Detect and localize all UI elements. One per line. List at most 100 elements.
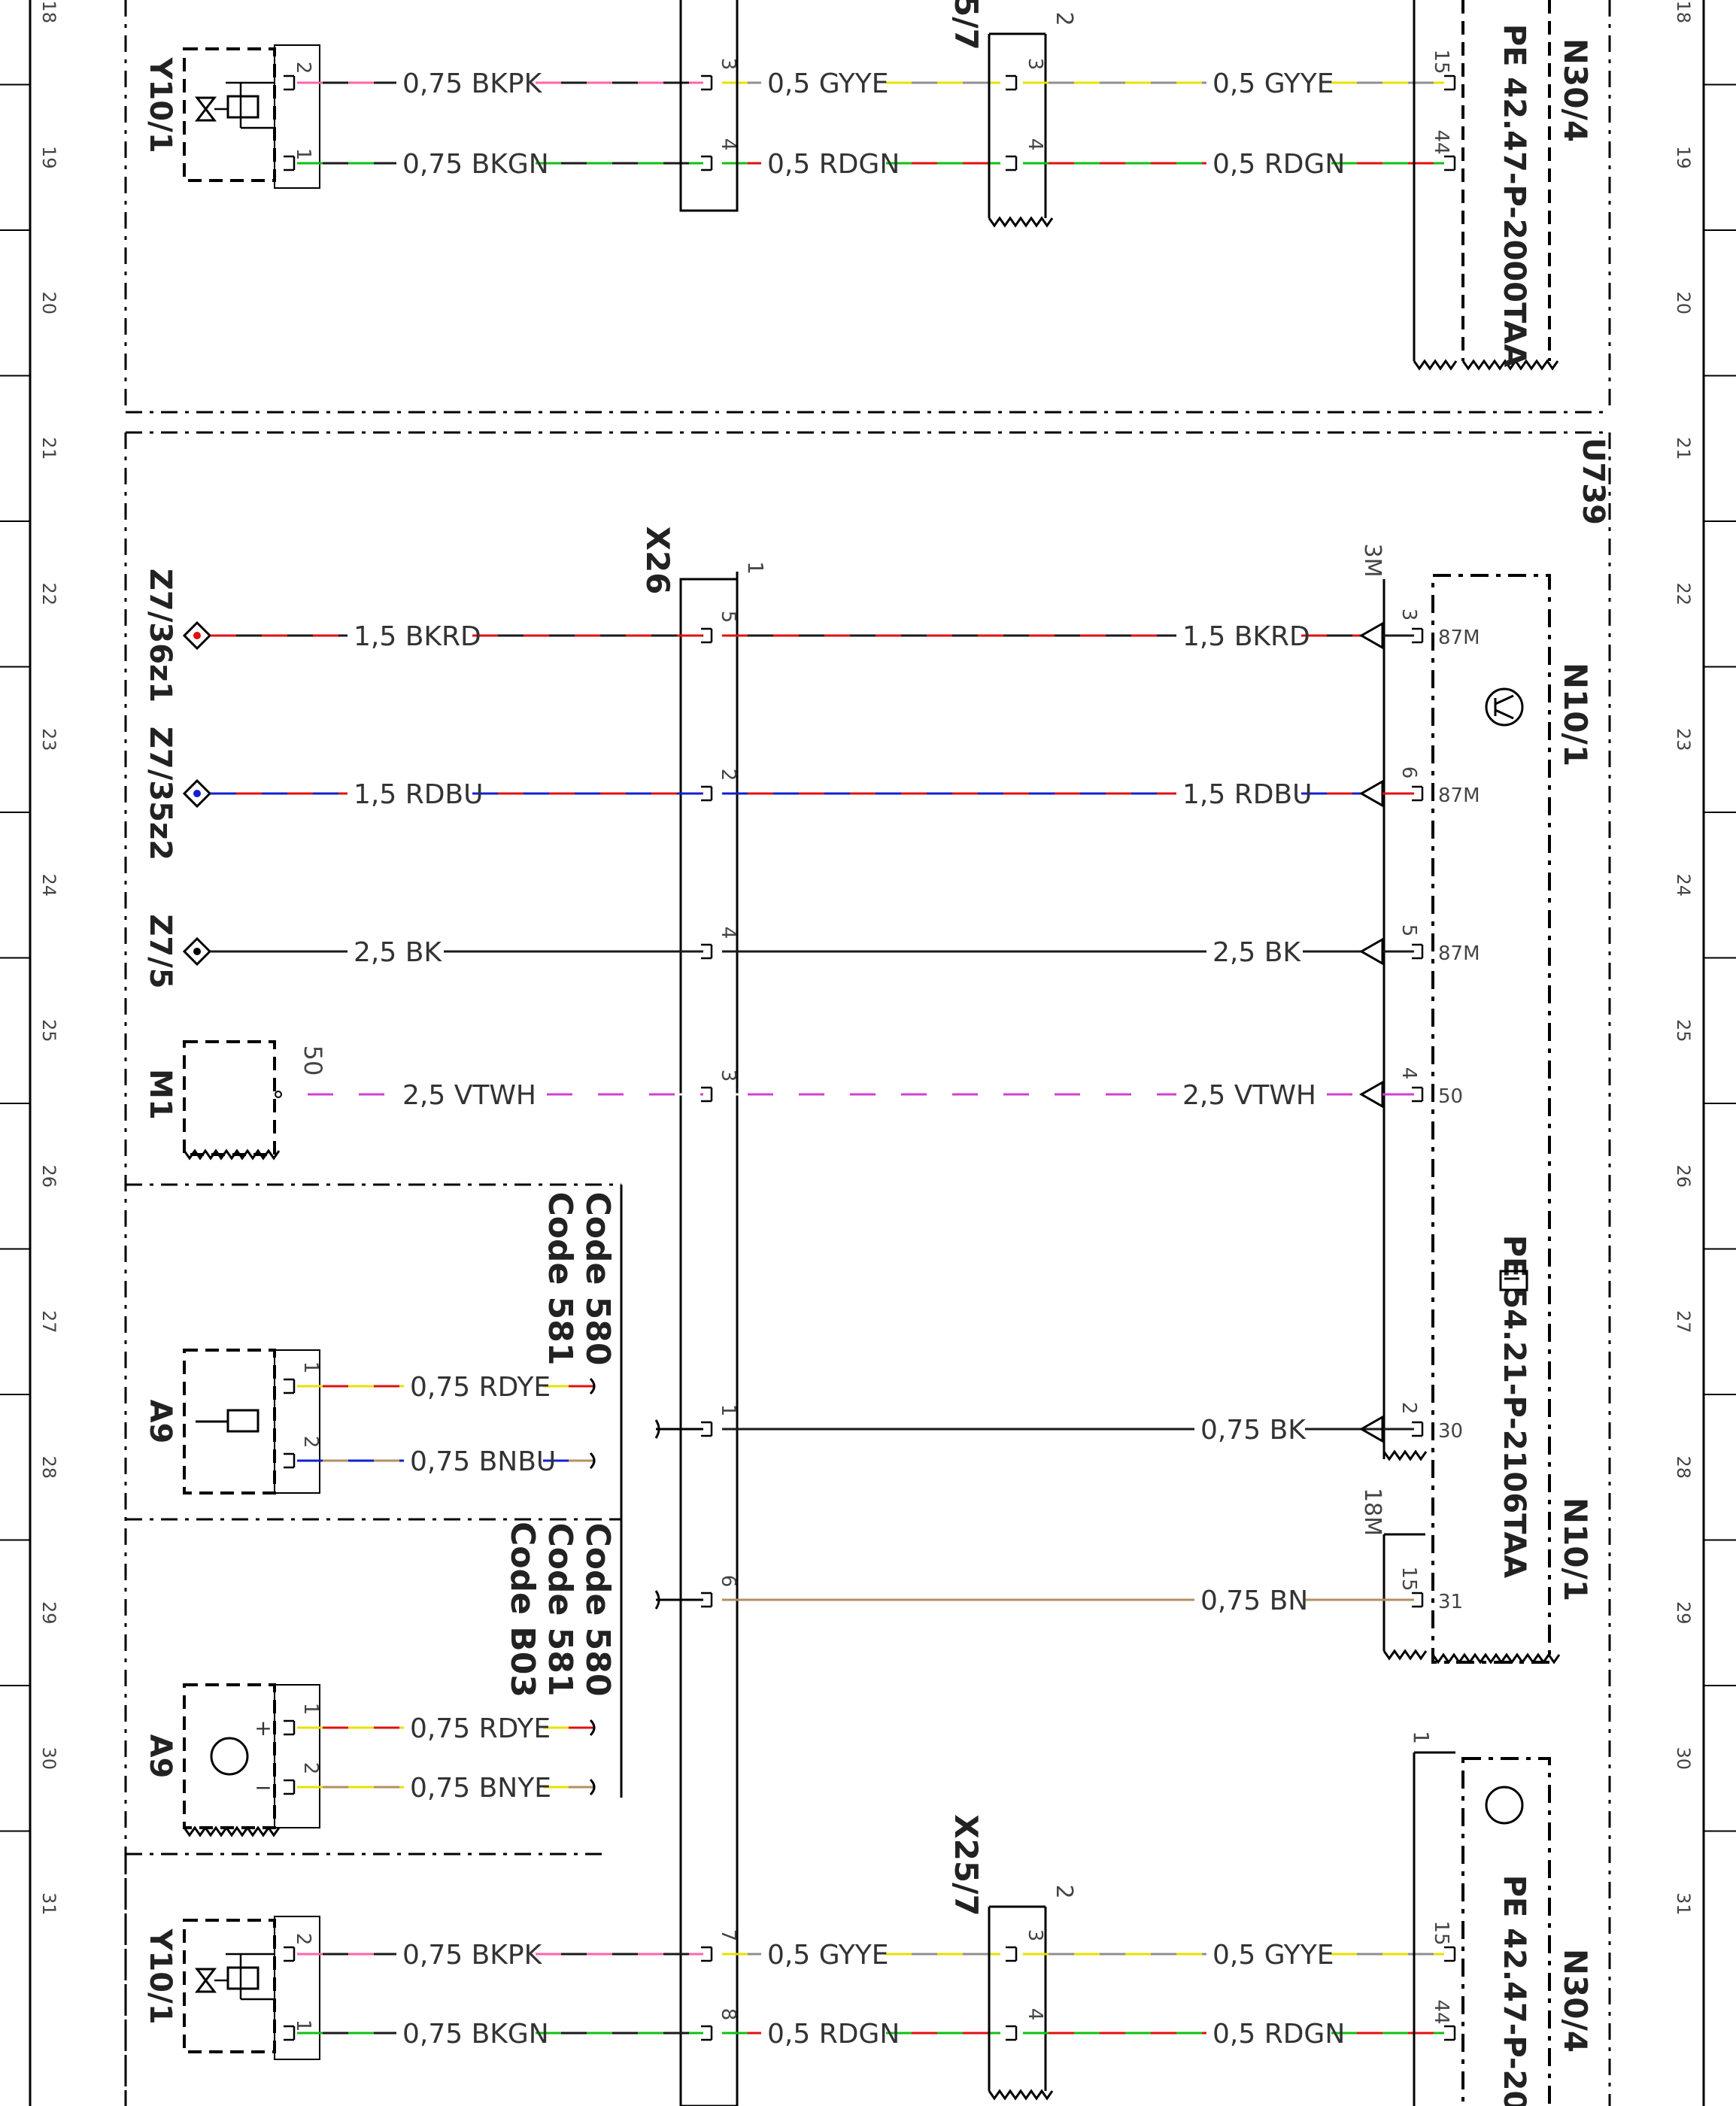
- x26-label: X26: [639, 526, 676, 595]
- x25-pin: [1006, 2025, 1018, 2041]
- source-dot: [193, 790, 201, 797]
- n10-pin: [1412, 627, 1424, 644]
- n30-bottom-box: [1461, 1757, 1551, 2106]
- source-dot: [193, 948, 201, 955]
- source-label: Z7/5: [143, 914, 178, 988]
- bottom_section-wire-right-2-label: 0,5 RDGN: [1212, 2019, 1345, 2050]
- x25-pin: [1006, 74, 1018, 91]
- x26-pin: [701, 1086, 713, 1103]
- source-wire-left-label: 2,5 BK: [354, 937, 442, 968]
- n30-pin-number: 44: [1430, 129, 1452, 154]
- n10-label: N10/1: [1557, 663, 1594, 766]
- a9-pin-number: 1: [299, 1703, 322, 1716]
- u739-label: U739: [1576, 438, 1610, 525]
- row-number-right: 24: [1673, 873, 1694, 897]
- code-580-label: Code 580: [578, 1522, 617, 1696]
- source-wire-left-label: 1,5 BKRD: [354, 621, 481, 652]
- x26-pin-number: 5: [717, 611, 739, 624]
- row-number-left: 19: [38, 146, 59, 169]
- x26-pin-number: 3: [717, 58, 739, 71]
- row-number-left: 26: [38, 1164, 59, 1188]
- row-number-left: 25: [38, 1019, 59, 1042]
- bottom_section-valve-icon: [194, 1968, 217, 1993]
- n10-pin: [1412, 943, 1424, 960]
- source-wire-right-label: 1,5 RDBU: [1182, 779, 1312, 810]
- row-number-left: 18: [38, 0, 59, 23]
- row-number-right: 27: [1673, 1310, 1694, 1334]
- m1-terminal: [275, 1091, 282, 1098]
- n10-zigzag-1: [1382, 1449, 1428, 1461]
- n30-pin: [1444, 74, 1456, 91]
- source-diamond-icon: [182, 621, 212, 651]
- top_section-wire-left-1-label: 0,75 BKPK: [402, 68, 543, 99]
- source-dot: [193, 632, 201, 639]
- m1-pin-label: 50: [299, 1045, 327, 1076]
- bottom_section-wire-right-1-label: 0,5 GYYE: [1212, 1940, 1334, 1971]
- row-number-right: 21: [1673, 437, 1694, 460]
- source-diamond-icon: [182, 936, 212, 967]
- row-number-left: 30: [38, 1746, 59, 1770]
- a9-pin: [284, 1378, 296, 1394]
- n10-arrow-icon: [1358, 937, 1384, 966]
- row-number-left: 27: [38, 1310, 59, 1334]
- bottom_section-wire-left-1-label: 0,75 BKPK: [402, 1940, 543, 1971]
- bottom_section-wire-mid-2-label: 0,5 RDGN: [767, 2019, 900, 2050]
- n10-arrow-icon: [1358, 779, 1384, 808]
- x26-pin: [701, 2025, 713, 2041]
- x25-pin: [1006, 155, 1018, 171]
- source-wire-left-label: 1,5 RDBU: [354, 779, 483, 810]
- a9-pin: [284, 1452, 296, 1469]
- a9-pin-number: 2: [299, 1762, 322, 1775]
- row-number-right: 28: [1673, 1455, 1694, 1479]
- row-number-left: 29: [38, 1601, 59, 1625]
- n30-top-zigzag-a: [1413, 359, 1458, 371]
- pin-connector: [284, 155, 296, 171]
- n30-bottom-label: N30/4: [1557, 1949, 1594, 2053]
- n10-pin-number: 3: [1398, 608, 1420, 621]
- x26-pin-number: 4: [717, 138, 739, 151]
- n30-bottom-bracket: 1: [1409, 1731, 1434, 1744]
- x26-pin: [701, 1946, 713, 1962]
- bottom_section-valve-coil: [226, 1966, 259, 1990]
- pin-label: 1: [292, 2020, 314, 2032]
- n10-terminal: 87M: [1438, 942, 1480, 965]
- conn-3m-label: 3M: [1359, 544, 1385, 578]
- x26-pin-number: 7: [717, 1929, 739, 1942]
- n10-arrow-icon: [1358, 621, 1384, 650]
- row-number-left: 24: [38, 873, 59, 897]
- n30-pin-number: 15: [1430, 49, 1452, 74]
- row-number-right: 19: [1673, 146, 1694, 169]
- x25-bracket-number: 2: [1051, 11, 1077, 26]
- polarity-sign: +: [254, 1716, 272, 1740]
- row-number-left: 23: [38, 728, 59, 751]
- a9-2-connector: [274, 1684, 320, 1828]
- row-number-right: 25: [1673, 1019, 1694, 1042]
- bottom_section-wire-mid-1-label: 0,5 GYYE: [767, 1940, 889, 1971]
- x25-pin-number: 3: [1024, 58, 1046, 71]
- top_section-y10-connector: [274, 44, 320, 189]
- a9-pin: [284, 1719, 296, 1736]
- bottom_section-x25-zigzag: [988, 2089, 1054, 2101]
- pin-label: 2: [292, 62, 314, 74]
- top_section-x25-zigzag: [988, 216, 1054, 228]
- n10-pin-number: 2: [1398, 1402, 1420, 1415]
- wire-break-icon: [589, 1778, 596, 1796]
- x26-pin: [701, 155, 713, 171]
- source-diamond-icon: [182, 778, 212, 809]
- x26-main-bar: [679, 578, 739, 2106]
- rect: [183, 1349, 276, 1495]
- x25-pin: [1006, 1946, 1018, 1962]
- n10-terminal: 31: [1438, 1591, 1463, 1613]
- n30-pin-number: 44: [1430, 1999, 1452, 2024]
- m1-label: M1: [143, 1069, 178, 1120]
- row-number-left: 22: [38, 582, 59, 605]
- n10-arrow-icon: [1358, 1415, 1384, 1443]
- n10-pin: [1412, 785, 1424, 802]
- row-number-left: 20: [38, 291, 59, 314]
- x25-pin-number: 3: [1024, 1929, 1046, 1942]
- wire-break-icon: [589, 1452, 596, 1470]
- n10-pin-number: 4: [1398, 1067, 1420, 1080]
- row-number-left: 21: [38, 437, 59, 460]
- top_section-wire-mid-2-label: 0,5 RDGN: [767, 149, 900, 180]
- source-wire-right-label: 2,5 BK: [1212, 937, 1301, 968]
